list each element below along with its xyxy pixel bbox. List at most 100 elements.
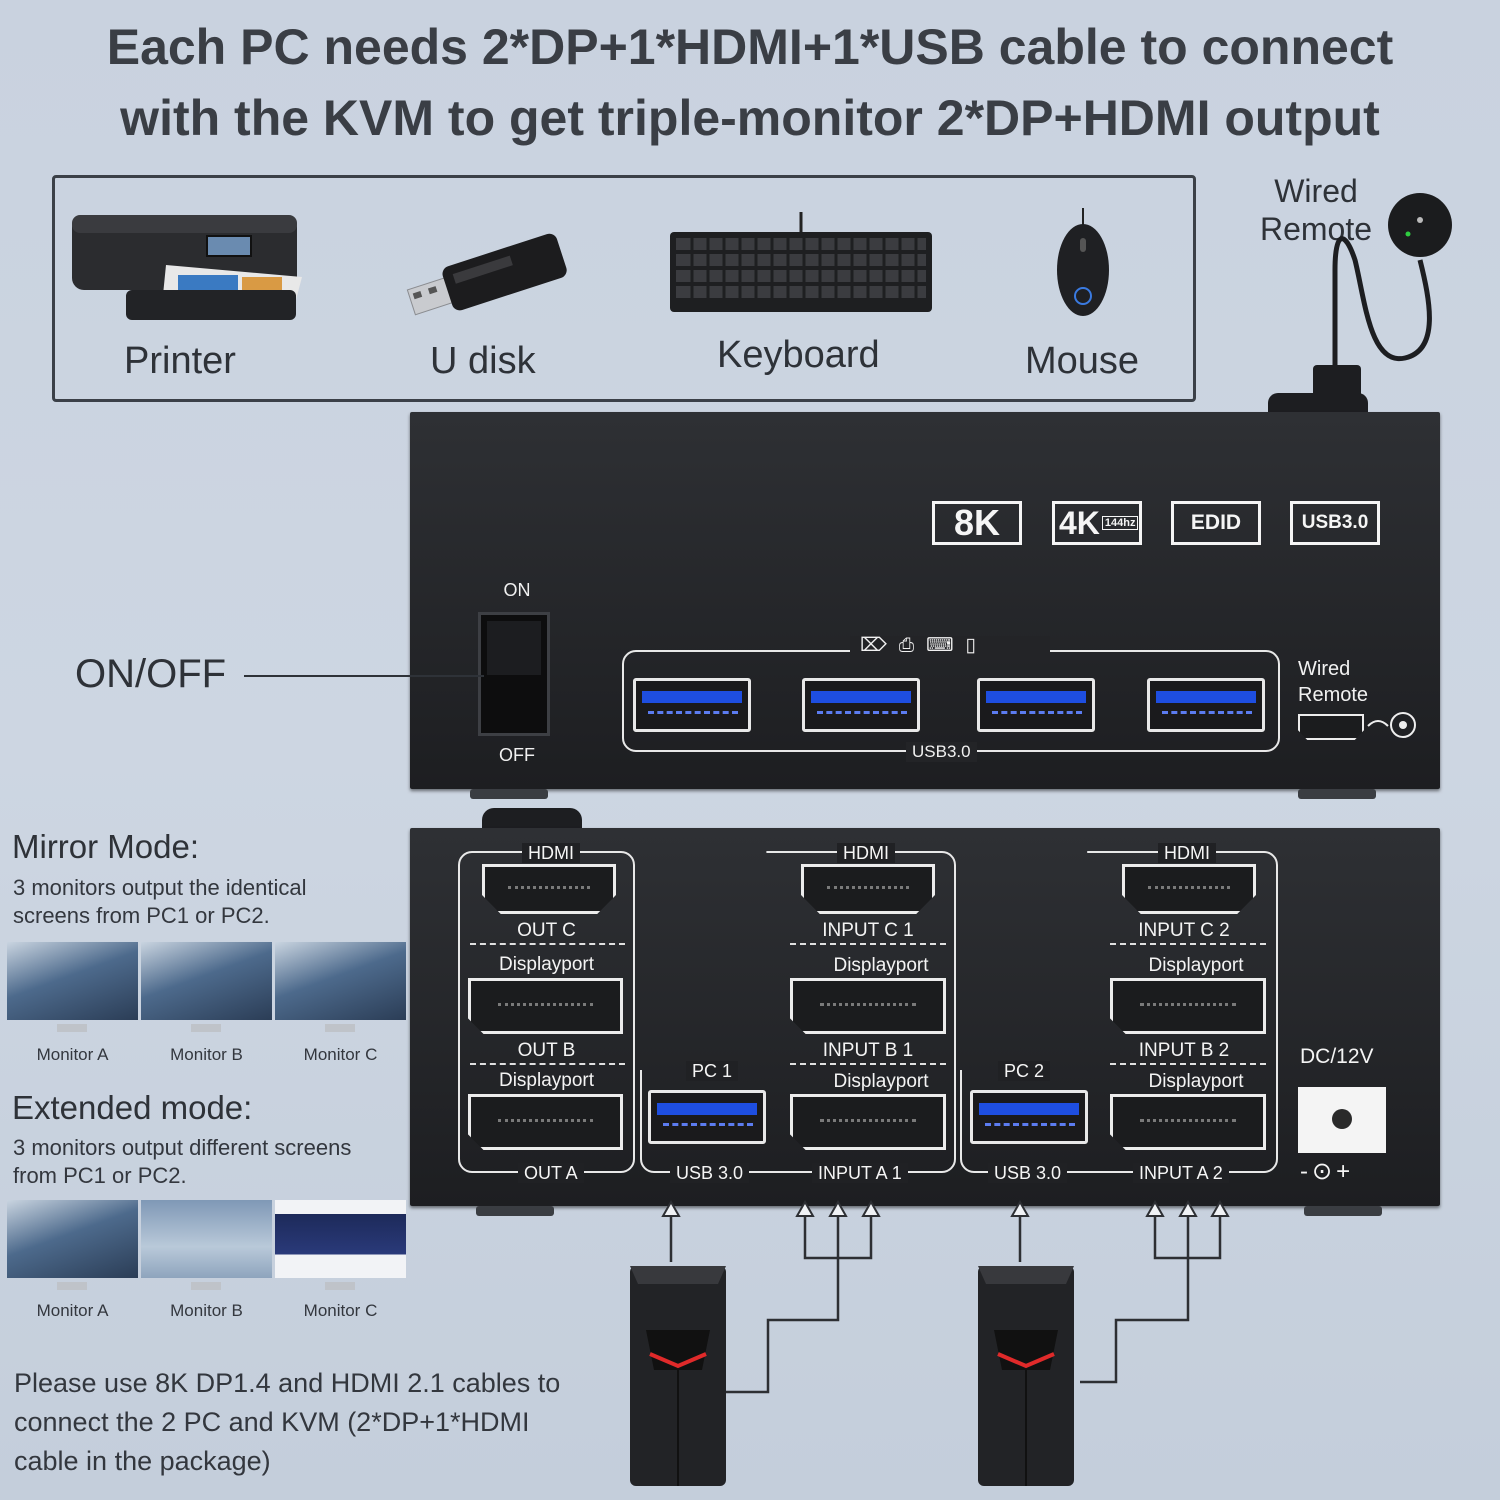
out-c-hdmi-port[interactable] <box>482 864 616 914</box>
mirror-desc-line2: screens from PC1 or PC2. <box>13 903 270 928</box>
pc2-label: PC 2 <box>998 1061 1051 1081</box>
remote-port[interactable] <box>1298 714 1364 740</box>
mouse-icon <box>1057 208 1109 316</box>
on-off-label: ON/OFF <box>75 652 227 696</box>
mouse-label: Mouse <box>1025 340 1140 382</box>
pc1-divider-2 <box>790 1063 946 1065</box>
pc2-tower-icon <box>978 1266 1074 1486</box>
mirror-monitor-c-label: Monitor C <box>303 1045 378 1064</box>
front-foot-right <box>1298 789 1376 799</box>
badge-edid: EDID <box>1171 501 1261 545</box>
pc1-divider-1 <box>790 943 946 945</box>
input-a2-dp-title: Displayport <box>1148 1071 1244 1092</box>
out-c-label: OUT C <box>517 920 576 941</box>
extended-monitor-c-screen <box>275 1200 406 1278</box>
mirror-mode-desc: 3 monitors output the identical screens … <box>13 874 307 930</box>
input-c1-hdmi-port[interactable] <box>801 864 935 914</box>
extended-monitor-b-label: Monitor B <box>170 1301 243 1320</box>
extended-monitor-a-screen <box>7 1200 138 1278</box>
u-disk-mini-icon: ⌦ <box>860 635 899 656</box>
back-foot-left <box>476 1206 554 1216</box>
mirror-monitor-a-stand <box>57 1024 87 1032</box>
input-a1-dp-port[interactable] <box>790 1094 946 1150</box>
wired-remote-caption-line2: Remote <box>1259 211 1373 247</box>
pc2-usb-label: USB 3.0 <box>988 1163 1068 1183</box>
headline-line-2: with the KVM to get triple-monitor 2*DP+… <box>120 90 1380 146</box>
out-b-dp-title: Displayport <box>498 954 595 975</box>
keyboard-icon <box>670 212 932 312</box>
input-c2-label: INPUT C 2 <box>1138 920 1230 941</box>
front-usb-port-1[interactable] <box>633 678 751 732</box>
pc1-usb-label: USB 3.0 <box>670 1163 750 1183</box>
input-a1-dp-title: Displayport <box>833 1071 929 1092</box>
input-a2-dp-port[interactable] <box>1110 1094 1266 1150</box>
switch-on-label: ON <box>503 580 531 600</box>
extended-monitor-b-screen <box>141 1200 272 1278</box>
peripherals-panel <box>52 175 1196 402</box>
mirror-monitor-a-screen <box>7 942 138 1020</box>
wired-remote-caption-line1: Wired <box>1274 173 1358 209</box>
cable-note-line1: Please use 8K DP1.4 and HDMI 2.1 cables … <box>14 1368 561 1398</box>
front-usb-port-3[interactable] <box>977 678 1095 732</box>
extended-monitor-a-label: Monitor A <box>36 1301 109 1320</box>
back-knob <box>482 808 582 830</box>
input-c2-hdmi-port[interactable] <box>1122 864 1256 914</box>
dc-power-jack[interactable] <box>1298 1087 1386 1153</box>
front-usb-port-4[interactable] <box>1147 678 1265 732</box>
extended-monitor-a-stand <box>57 1282 87 1290</box>
kvm-front-panel <box>410 412 1440 789</box>
out-b-label: OUT B <box>517 1040 576 1061</box>
wired-remote-icon[interactable] <box>1265 180 1465 420</box>
connection-wires <box>661 1200 1230 1394</box>
mirror-monitor-c-stand <box>325 1024 355 1032</box>
extended-desc-line1: 3 monitors output different screens <box>13 1135 352 1160</box>
pc1-hdmi-title: HDMI <box>837 843 895 863</box>
back-foot-right <box>1304 1206 1382 1216</box>
mirror-monitor-a-label: Monitor A <box>36 1045 109 1064</box>
mirror-monitor-b-stand <box>191 1024 221 1032</box>
keyboard-label: Keyboard <box>717 334 880 376</box>
printer-mini-icon: ⎙ <box>898 635 927 656</box>
pc2-hdmi-title: HDMI <box>1158 843 1216 863</box>
mirror-monitor-c-screen <box>275 942 406 1020</box>
power-switch[interactable] <box>478 612 550 736</box>
input-a2-label: INPUT A 2 <box>1133 1163 1229 1183</box>
pc2-divider-1 <box>1110 943 1266 945</box>
extended-mode-title: Extended mode: <box>12 1089 253 1126</box>
printer-label: Printer <box>124 340 236 382</box>
dc-polarity: -⊙+ <box>1300 1158 1355 1185</box>
badge-4k-sub: 144hz <box>1101 516 1139 530</box>
extended-monitor-b-stand <box>191 1282 221 1290</box>
input-b1-dp-port[interactable] <box>790 978 946 1034</box>
power-switch-rocker <box>487 621 541 675</box>
cable-note-line3: cable in the package) <box>14 1446 271 1476</box>
badge-8k: 8K <box>932 501 1022 545</box>
on-off-pointer <box>244 675 484 677</box>
pc2-usb-port[interactable] <box>970 1090 1088 1144</box>
input-a1-label: INPUT A 1 <box>812 1163 908 1183</box>
front-foot-left <box>470 789 548 799</box>
input-b1-label: INPUT B 1 <box>822 1040 914 1061</box>
extended-mode-desc: 3 monitors output different screens from… <box>13 1134 351 1190</box>
wired-remote-caption: Wired Remote <box>1256 172 1376 248</box>
out-a-dp-port[interactable] <box>468 1094 623 1150</box>
mirror-mode-title: Mirror Mode: <box>12 828 200 865</box>
mirror-desc-line1: 3 monitors output the identical <box>13 875 307 900</box>
pc1-usb-port[interactable] <box>648 1090 766 1144</box>
input-b2-dp-title: Displayport <box>1148 955 1244 976</box>
usb-drive-icon <box>406 233 567 316</box>
out-divider-1 <box>470 943 625 945</box>
input-c1-label: INPUT C 1 <box>822 920 914 941</box>
mirror-monitor-b-label: Monitor B <box>170 1045 243 1064</box>
usb-icons-bg <box>850 636 1050 660</box>
front-remote-label-line2: Remote <box>1298 684 1369 706</box>
dc-jack-hole <box>1332 1109 1352 1129</box>
usb-device-icons: ⌦⎙⌨▯ <box>860 634 988 657</box>
switch-off-label: OFF <box>499 745 535 765</box>
input-b2-dp-port[interactable] <box>1110 978 1266 1034</box>
front-usb-port-2[interactable] <box>802 678 920 732</box>
out-b-dp-port[interactable] <box>468 978 623 1034</box>
input-b2-label: INPUT B 2 <box>1138 1040 1230 1061</box>
extended-monitor-c-label: Monitor C <box>303 1301 378 1320</box>
out-divider-2 <box>470 1063 625 1065</box>
